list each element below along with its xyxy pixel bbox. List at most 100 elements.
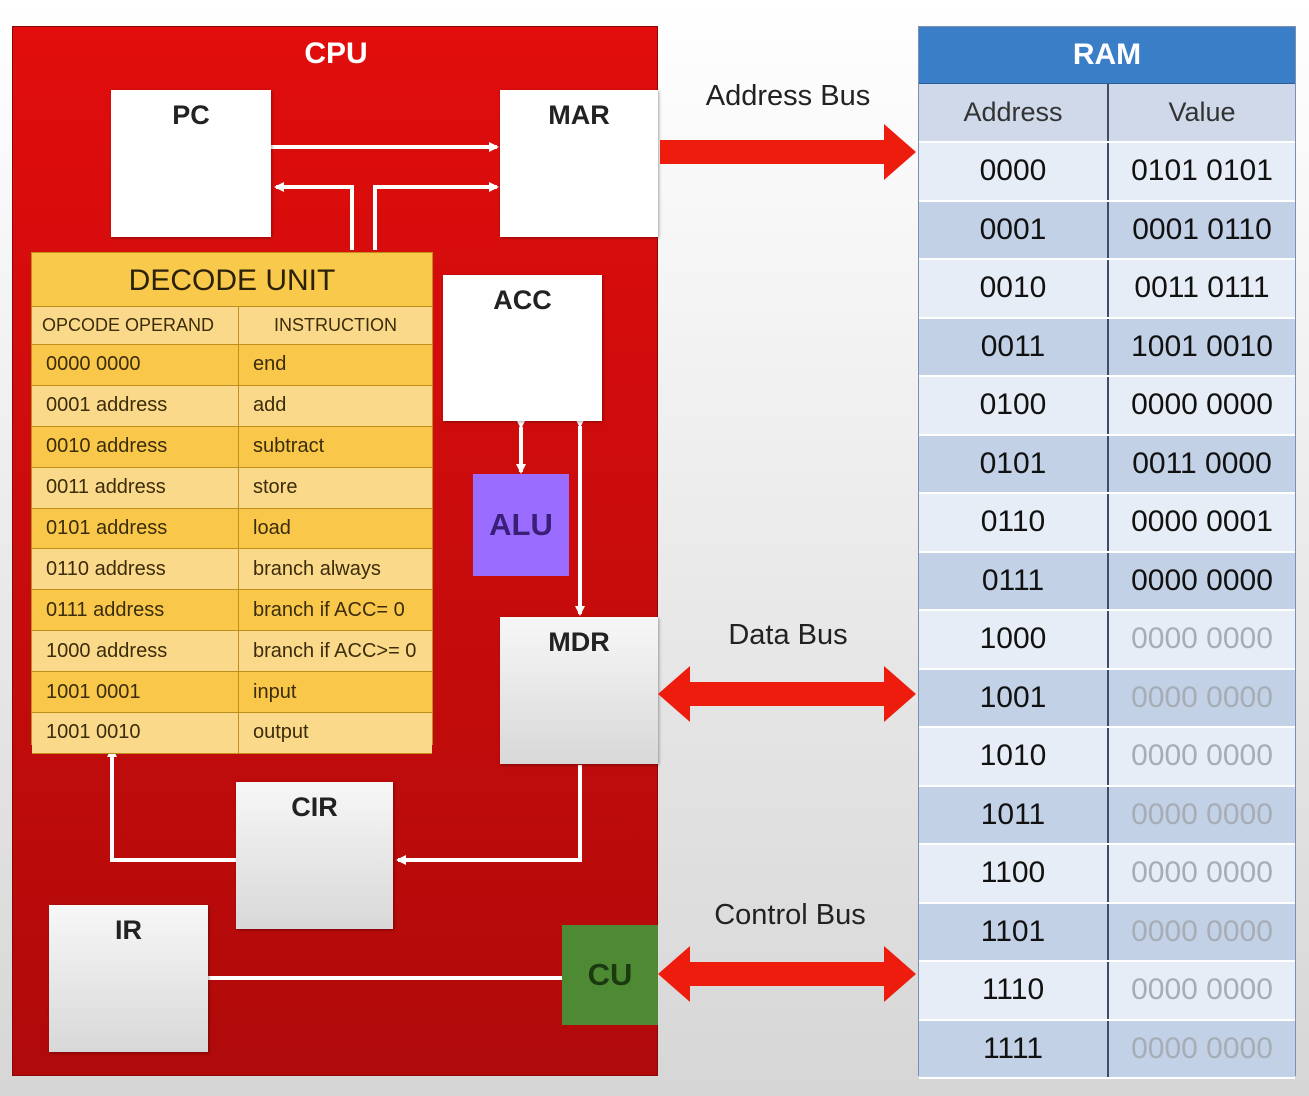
ram-address-cell: 0001 — [919, 200, 1109, 260]
cir-register: CIR — [236, 782, 393, 929]
ram-address-cell: 0101 — [919, 434, 1109, 494]
ram-address-cell: 1101 — [919, 902, 1109, 962]
decode-instruction-cell: output — [238, 712, 432, 754]
decode-instruction-cell: branch if ACC= 0 — [238, 589, 432, 632]
ram-value-cell: 0011 0111 — [1108, 259, 1295, 319]
decode-opcode-cell: 0011 address — [32, 467, 239, 509]
decode-unit-title: DECODE UNIT — [32, 253, 432, 307]
decode-unit: DECODE UNIT OPCODE OPERAND INSTRUCTION 0… — [31, 252, 433, 754]
ram-address-cell: 1100 — [919, 844, 1109, 904]
decode-header-opcode: OPCODE OPERAND — [32, 307, 239, 345]
ram-header-value: Value — [1108, 84, 1295, 143]
cir-to-decode-line — [107, 747, 236, 862]
ram-address-cell: 1111 — [919, 1019, 1109, 1079]
decode-instruction-cell: load — [238, 508, 432, 550]
control-bus-arrow — [658, 946, 916, 1002]
ram-address-cell: 0100 — [919, 376, 1109, 436]
decode-opcode-cell: 1000 address — [32, 630, 239, 673]
decode-to-pc-line — [274, 182, 354, 250]
pc-register: PC — [111, 90, 271, 237]
control-bus-label: Control Bus — [714, 899, 866, 931]
ram-value-cell: 0000 0001 — [1108, 493, 1295, 553]
decode-opcode-cell: 0101 address — [32, 508, 239, 550]
address-bus-label: Address Bus — [705, 80, 871, 112]
ram-address-cell: 0000 — [919, 142, 1109, 202]
decode-instruction-cell: add — [238, 385, 432, 427]
decode-instruction-cell: input — [238, 671, 432, 714]
cpu-title: CPU — [304, 37, 368, 70]
ram-value-cell: 0000 0000 — [1108, 785, 1295, 845]
mdr-to-cir-line — [396, 765, 582, 865]
ram-address-cell: 1110 — [919, 961, 1109, 1021]
decode-opcode-cell: 0110 address — [32, 548, 239, 591]
decode-opcode-cell: 0001 address — [32, 385, 239, 427]
ram-value-cell: 0011 0000 — [1108, 434, 1295, 494]
ram-value-cell: 1001 0010 — [1108, 317, 1295, 377]
ram-address-cell: 0011 — [919, 317, 1109, 377]
ram-value-cell: 0000 0000 — [1108, 1019, 1295, 1079]
decode-instruction-cell: store — [238, 467, 432, 509]
ram-address-cell: 1011 — [919, 785, 1109, 845]
decode-instruction-cell: branch if ACC>= 0 — [238, 630, 432, 673]
ram-address-cell: 1001 — [919, 668, 1109, 728]
decode-opcode-cell: 1001 0010 — [32, 712, 239, 754]
mdr-register: MDR — [500, 617, 658, 764]
decode-opcode-cell: 0111 address — [32, 589, 239, 632]
data-bus-arrow — [658, 666, 916, 722]
ram-value-cell: 0000 0000 — [1108, 668, 1295, 728]
ram-header-address: Address — [919, 84, 1109, 143]
address-bus-arrow — [660, 124, 916, 180]
ram-value-cell: 0000 0000 — [1108, 902, 1295, 962]
ram-address-cell: 1000 — [919, 610, 1109, 670]
ram-address-cell: 1010 — [919, 727, 1109, 787]
ram-value-cell: 0000 0000 — [1108, 727, 1295, 787]
decode-opcode-cell: 0010 address — [32, 426, 239, 468]
ram-title: RAM — [919, 27, 1295, 84]
ram-address-cell: 0110 — [919, 493, 1109, 553]
alu-unit: ALU — [473, 474, 569, 576]
ram-address-cell: 0010 — [919, 259, 1109, 319]
data-bus-label: Data Bus — [728, 619, 848, 651]
ram-value-cell: 0000 0000 — [1108, 961, 1295, 1021]
decode-opcode-cell: 0000 0000 — [32, 344, 239, 386]
cu-unit: CU — [562, 925, 658, 1025]
decode-instruction-cell: branch always — [238, 548, 432, 591]
ram-value-cell: 0000 0000 — [1108, 551, 1295, 611]
decode-header-instruction: INSTRUCTION — [238, 307, 432, 345]
decode-opcode-cell: 1001 0001 — [32, 671, 239, 714]
decode-instruction-cell: end — [238, 344, 432, 386]
ram-value-cell: 0000 0000 — [1108, 376, 1295, 436]
acc-register: ACC — [443, 275, 602, 421]
ram-value-cell: 0101 0101 — [1108, 142, 1295, 202]
ram-address-cell: 0111 — [919, 551, 1109, 611]
